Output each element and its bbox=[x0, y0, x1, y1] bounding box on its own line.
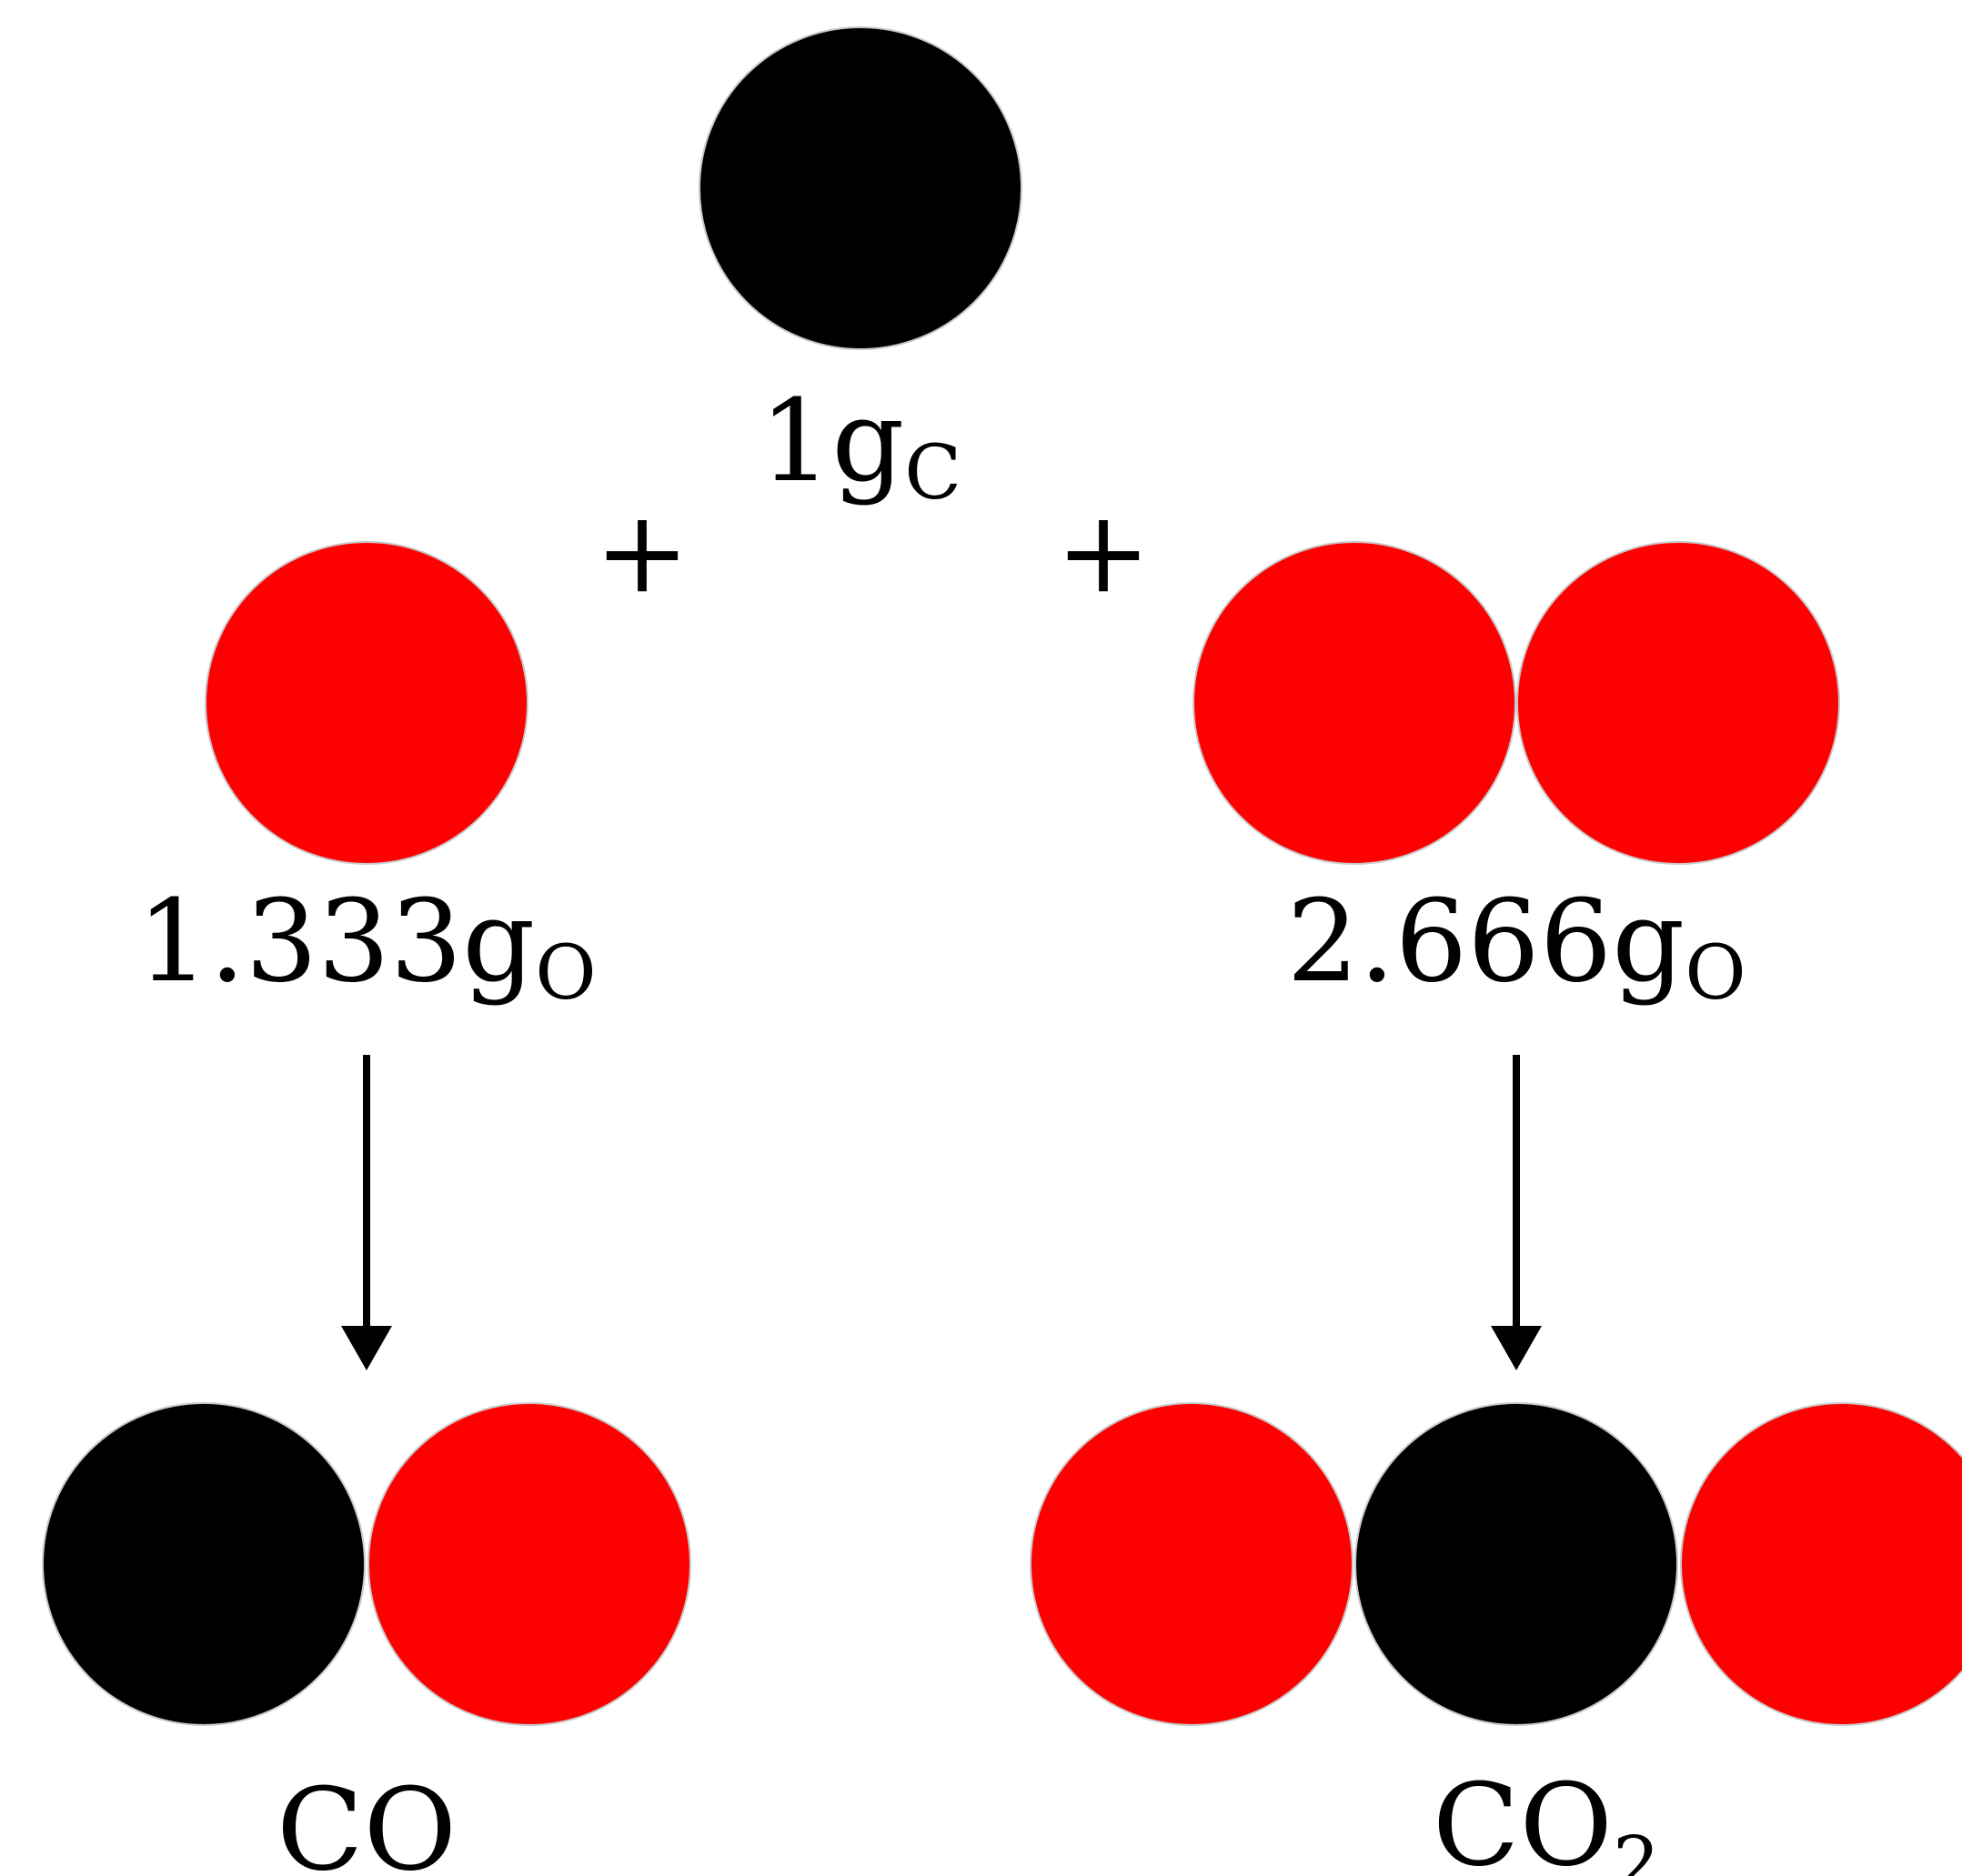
reaction-arrow-left bbox=[341, 1055, 392, 1370]
product-co-formula: CO bbox=[277, 1764, 457, 1876]
oxygen-right-mass-label: 2.666gO bbox=[1286, 876, 1746, 1017]
plus-sign-left: + bbox=[595, 487, 690, 618]
oxygen-atom-co bbox=[367, 1402, 691, 1726]
carbon-atom-reactant bbox=[699, 26, 1022, 350]
oxygen-atom-co2-left bbox=[1030, 1402, 1353, 1726]
carbon-mass-label: 1gC bbox=[760, 376, 961, 517]
carbon-atom-co2 bbox=[1354, 1402, 1678, 1726]
oxygen-atom-left-reactant bbox=[205, 541, 528, 865]
product-co2-formula: CO2 bbox=[1433, 1760, 1660, 1876]
oxygen-atom-right-reactant-2 bbox=[1516, 541, 1840, 865]
oxygen-atom-co2-right bbox=[1680, 1402, 1962, 1726]
oxygen-left-mass-label: 1.333gO bbox=[136, 876, 596, 1017]
carbon-atom-co bbox=[42, 1402, 366, 1726]
oxygen-atom-right-reactant-1 bbox=[1192, 541, 1516, 865]
plus-sign-right: + bbox=[1056, 487, 1152, 618]
reaction-arrow-right bbox=[1491, 1055, 1542, 1370]
